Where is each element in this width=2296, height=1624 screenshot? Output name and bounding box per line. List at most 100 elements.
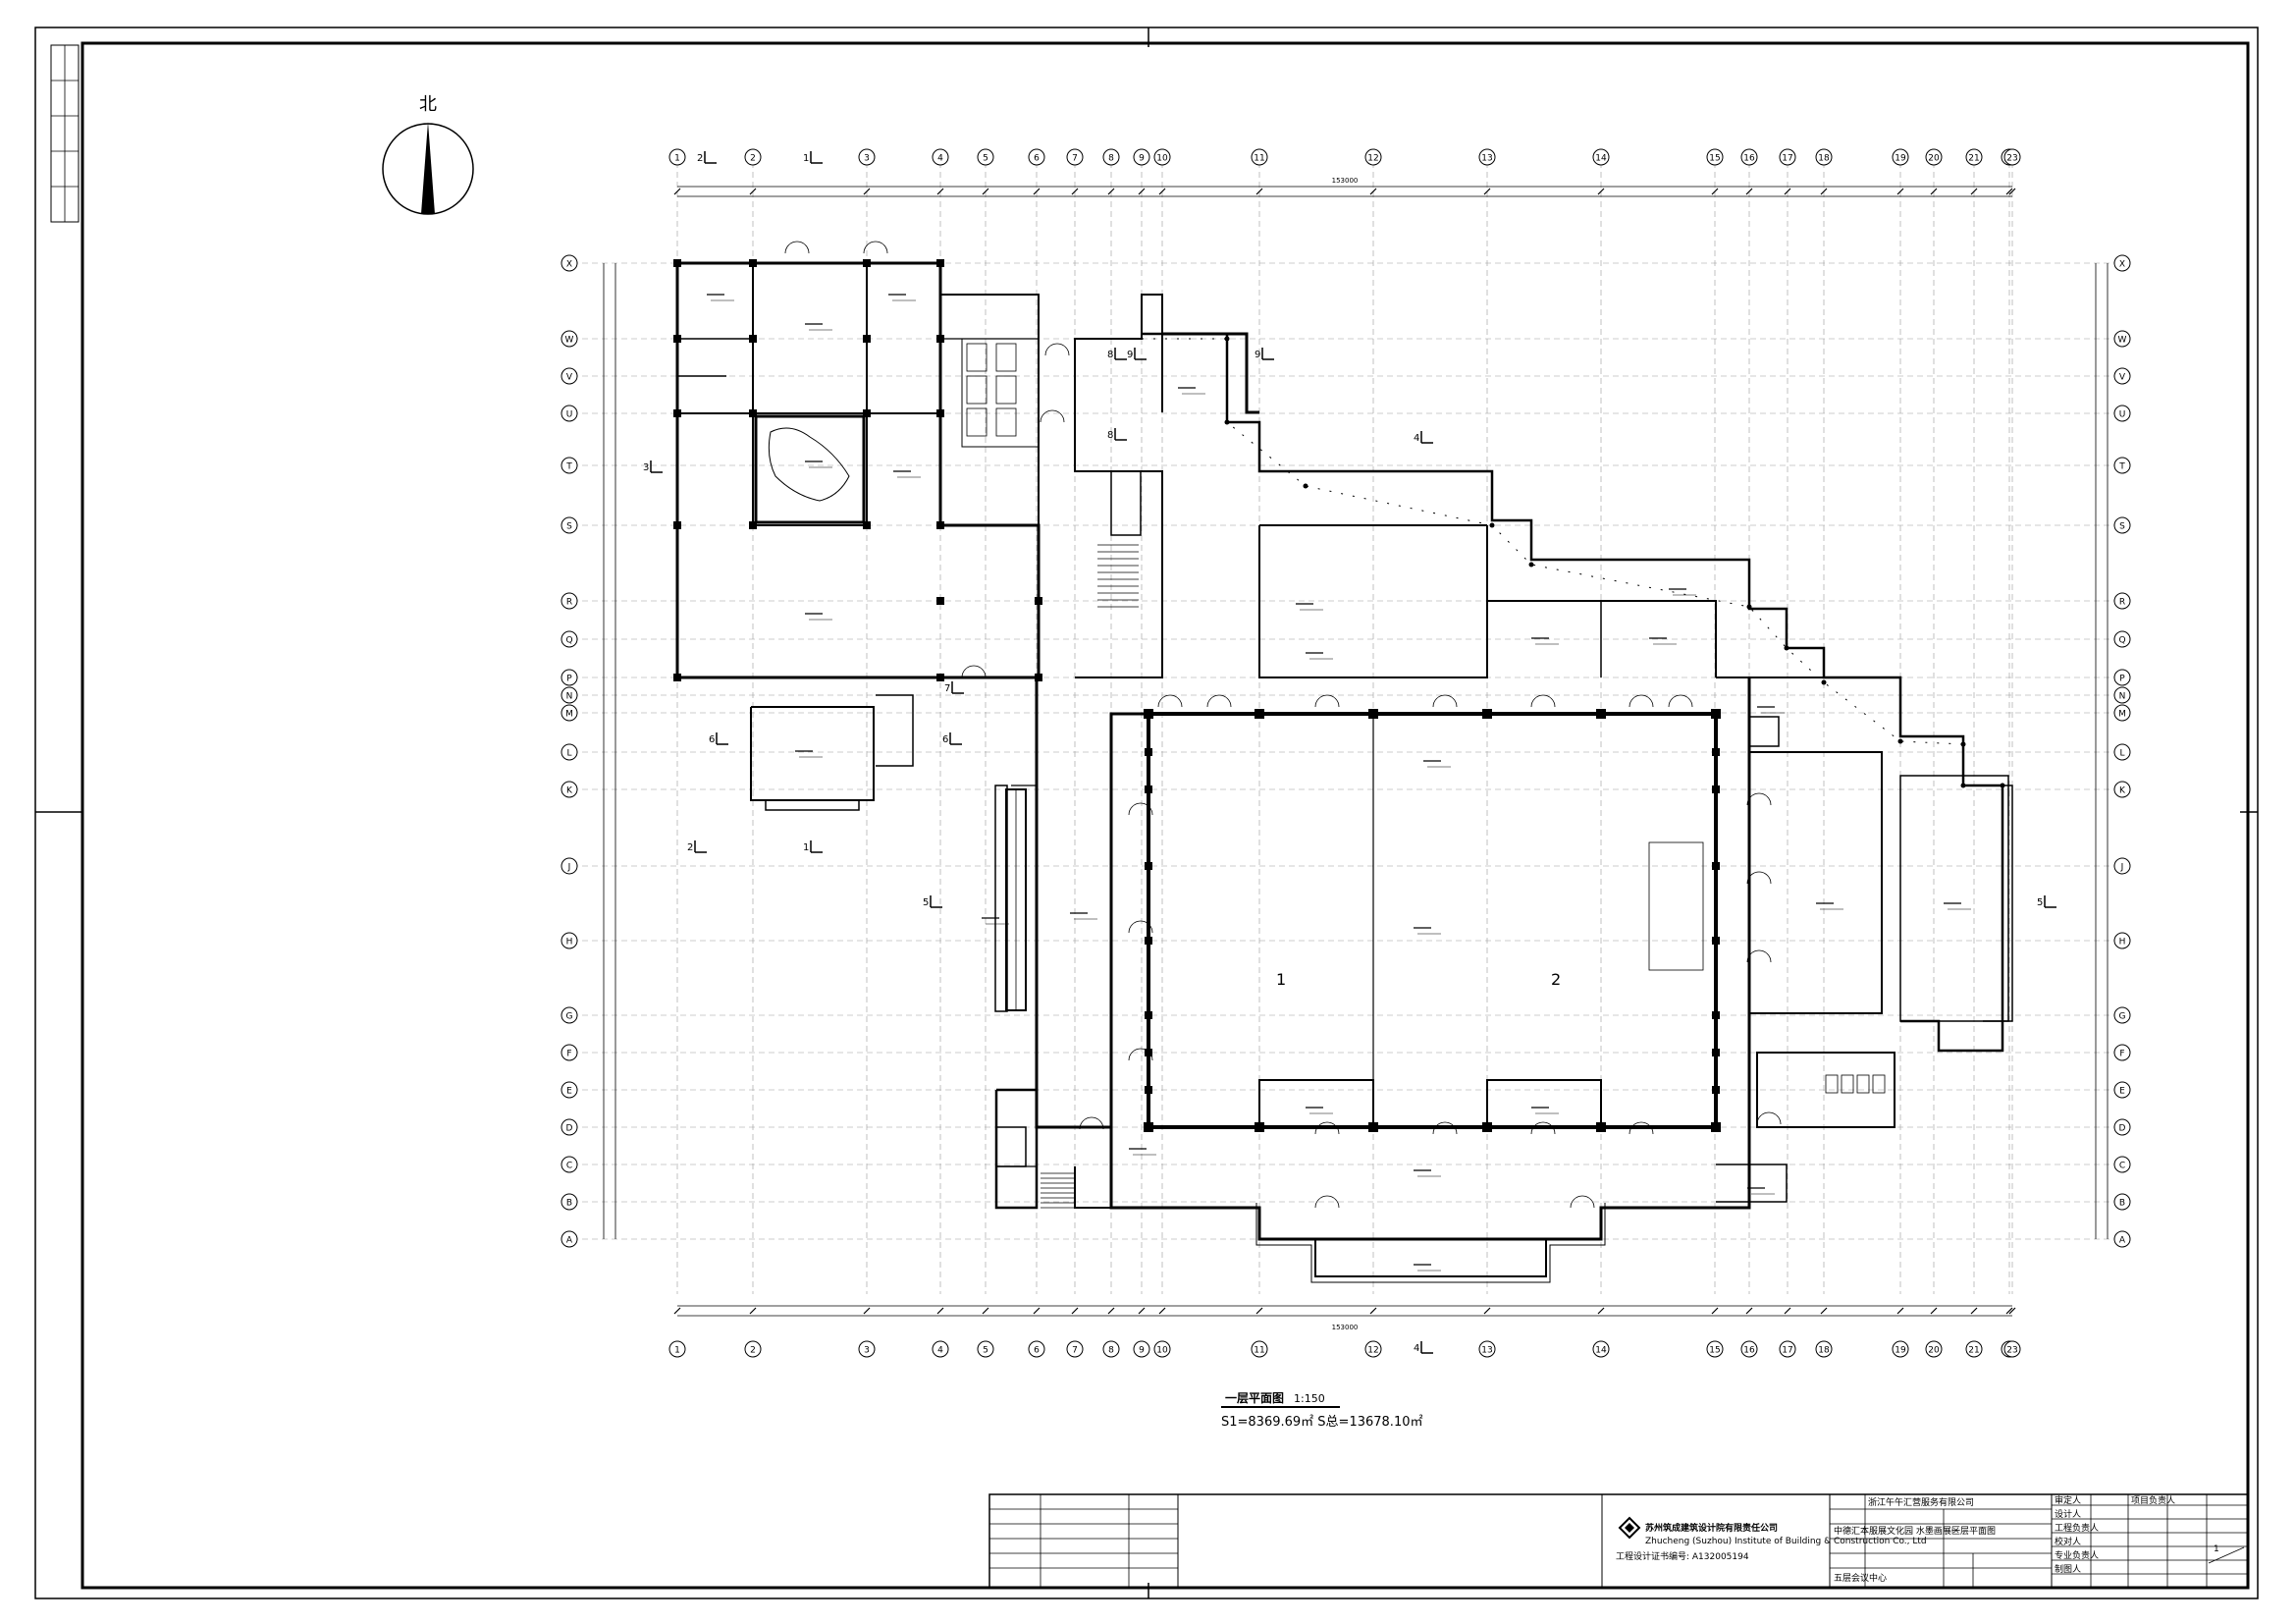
svg-text:6: 6 — [1034, 1346, 1040, 1356]
svg-text:B: B — [566, 1199, 572, 1209]
column-axis-bubble: 1 — [668, 1340, 686, 1358]
svg-text:8: 8 — [1108, 154, 1114, 164]
axis-bubbles: 1122334455667788991010111112121313141415… — [561, 148, 2131, 1358]
row-axis-bubble: J — [2113, 857, 2131, 875]
svg-text:23: 23 — [2006, 154, 2017, 164]
section-marker: 1 — [803, 151, 823, 164]
svg-text:T: T — [2118, 462, 2125, 472]
svg-text:R: R — [566, 598, 572, 608]
svg-text:7: 7 — [1072, 154, 1078, 164]
column-axis-bubble: 10 — [1153, 1340, 1171, 1358]
svg-text:V: V — [566, 373, 573, 383]
svg-text:21: 21 — [1968, 154, 1979, 164]
column-axis-bubble: 16 — [1740, 148, 1758, 166]
row-axis-bubble: G — [561, 1006, 578, 1024]
plan-title: 一层平面图 — [1225, 1391, 1284, 1405]
svg-text:X: X — [566, 260, 572, 270]
svg-text:15: 15 — [1709, 1346, 1720, 1356]
svg-text:7: 7 — [1072, 1346, 1078, 1356]
svg-text:5: 5 — [983, 1346, 988, 1356]
row-axis-bubble: U — [2113, 405, 2131, 422]
svg-text:W: W — [565, 336, 574, 346]
company-name-en: Zhucheng (Suzhou) Institute of Building … — [1645, 1537, 1927, 1546]
row-axis-bubble: T — [2113, 457, 2131, 474]
svg-text:11: 11 — [1254, 154, 1264, 164]
svg-text:审定人: 审定人 — [2055, 1494, 2081, 1506]
svg-text:1: 1 — [674, 154, 680, 164]
column-axis-bubble: 7 — [1066, 148, 1084, 166]
plan-scale: 1:150 — [1294, 1392, 1325, 1405]
svg-text:17: 17 — [1782, 1346, 1792, 1356]
column-axis-bubble: 14 — [1592, 148, 1610, 166]
column-axis-bubble: 21 — [1965, 148, 1983, 166]
column-axis-bubble: 6 — [1028, 1340, 1045, 1358]
section-marker: 6 — [942, 732, 962, 745]
svg-text:H: H — [2119, 938, 2126, 947]
svg-text:X: X — [2119, 260, 2125, 270]
svg-text:H: H — [566, 938, 573, 947]
svg-text:F: F — [2119, 1050, 2124, 1059]
svg-text:3: 3 — [643, 462, 649, 473]
overall-dimension-bottom: 153000 — [1332, 1324, 1359, 1331]
column-axis-bubble: 20 — [1925, 148, 1943, 166]
svg-text:12: 12 — [1367, 1346, 1378, 1356]
svg-text:13: 13 — [1481, 1346, 1492, 1356]
row-axis-bubble: L — [561, 743, 578, 761]
row-axis-bubble: N — [2113, 686, 2131, 704]
svg-text:6: 6 — [942, 734, 948, 745]
project-info-grid: 浙江午午汇营服务有限公司 中德汇本服展文化园 水墨画展区 五层会议中心 一层平面… — [1830, 1494, 2052, 1588]
title-block: 苏州筑成建筑设计院有限责任公司 Zhucheng (Suzhou) Instit… — [988, 1493, 2249, 1589]
svg-text:C: C — [2119, 1162, 2125, 1171]
row-axis-bubble: U — [561, 405, 578, 422]
svg-text:7: 7 — [944, 683, 950, 694]
columns — [673, 259, 2005, 1132]
column-axis-bubble: 16 — [1740, 1340, 1758, 1358]
svg-text:8: 8 — [1108, 1346, 1114, 1356]
svg-text:W: W — [2118, 336, 2127, 346]
svg-text:1: 1 — [803, 842, 809, 853]
svg-text:工程负责人: 工程负责人 — [2055, 1522, 2099, 1534]
svg-text:9: 9 — [1139, 154, 1145, 164]
column-axis-bubble: 2 — [744, 1340, 762, 1358]
svg-text:2: 2 — [750, 154, 756, 164]
plan-caption: 一层平面图 1:150 S1=8369.69㎡ S总=13678.10㎡ — [1221, 1391, 1422, 1430]
svg-text:A: A — [2119, 1236, 2126, 1246]
svg-text:2: 2 — [687, 842, 693, 853]
svg-text:10: 10 — [1156, 1346, 1168, 1356]
column-axis-bubble: 4 — [932, 1340, 949, 1358]
svg-text:V: V — [2119, 373, 2126, 383]
row-axis-bubble: B — [561, 1193, 578, 1211]
hall-number-1: 1 — [1276, 970, 1286, 989]
row-axis-bubble: V — [2113, 367, 2131, 385]
drawing-title: 一层平面图 — [1951, 1526, 1996, 1537]
column-axis-bubble: 14 — [1592, 1340, 1610, 1358]
svg-text:2: 2 — [750, 1346, 756, 1356]
column-axis-bubble: 18 — [1815, 1340, 1833, 1358]
row-axis-bubble: R — [2113, 592, 2131, 610]
row-axis-bubble: D — [2113, 1118, 2131, 1136]
svg-text:J: J — [567, 863, 571, 873]
svg-text:U: U — [566, 410, 573, 420]
svg-text:2: 2 — [697, 153, 703, 164]
column-axis-bubble: 13 — [1478, 1340, 1496, 1358]
column-axis-bubble: 19 — [1892, 1340, 1909, 1358]
svg-text:A: A — [566, 1236, 573, 1246]
row-axis-bubble: L — [2113, 743, 2131, 761]
svg-text:6: 6 — [1034, 154, 1040, 164]
svg-text:4: 4 — [1414, 433, 1419, 444]
svg-text:5: 5 — [2037, 897, 2043, 908]
svg-text:L: L — [566, 749, 571, 759]
north-arrow-icon: 北 — [382, 94, 474, 215]
column-axis-bubble: 17 — [1779, 1340, 1796, 1358]
row-axis-bubble: C — [2113, 1156, 2131, 1173]
row-axis-bubble: Q — [2113, 630, 2131, 648]
svg-text:8: 8 — [1107, 430, 1113, 441]
column-axis-bubble: 10 — [1153, 148, 1171, 166]
binding-stamp — [50, 44, 80, 223]
section-marker: 1 — [803, 840, 823, 853]
row-axis-bubble: C — [561, 1156, 578, 1173]
column-axis-bubble: 12 — [1364, 148, 1382, 166]
section-marker: 3 — [643, 460, 663, 473]
